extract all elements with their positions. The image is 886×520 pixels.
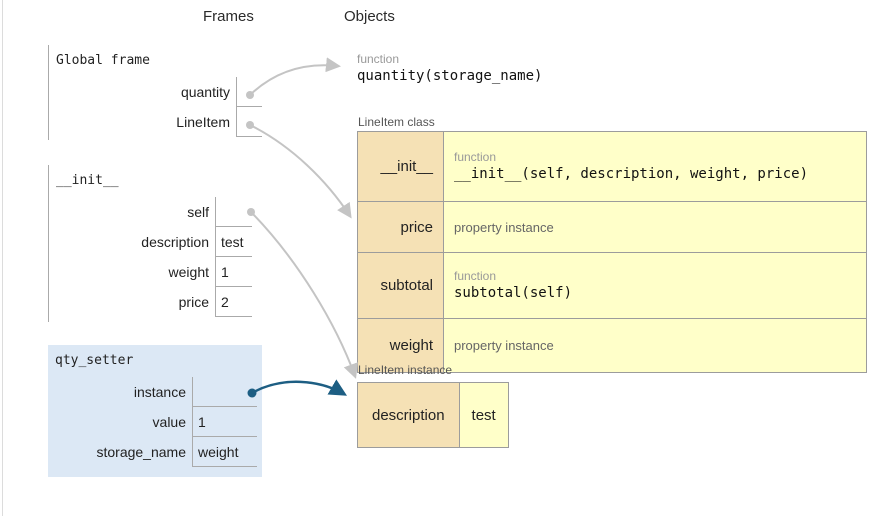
class-object-table: __init__ function __init__(self, descrip… — [357, 131, 867, 373]
class-value-price: property instance — [443, 201, 867, 253]
arrow-instance-to-instance — [251, 379, 348, 396]
variable-name-value: value — [152, 414, 186, 430]
variable-row-value: value 1 — [48, 407, 262, 437]
class-attr-init: __init__ — [357, 131, 444, 202]
canvas-left-border — [2, 0, 3, 516]
variable-row-description: description test — [49, 227, 262, 257]
value-cell-price: 2 — [215, 287, 252, 317]
variable-row-price: price 2 — [49, 287, 262, 317]
function-signature: quantity(storage_name) — [357, 68, 543, 84]
class-row-weight: weight property instance — [357, 318, 867, 373]
function-object-quantity: function quantity(storage_name) — [357, 52, 542, 86]
frames-column-heading: Frames — [203, 8, 254, 25]
instance-row-description: description test — [357, 382, 509, 448]
objects-column-heading: Objects — [344, 8, 395, 25]
variable-name-self: self — [187, 204, 209, 220]
class-row-subtotal: subtotal function subtotal(self) — [357, 252, 867, 319]
variable-name-description: description — [141, 234, 209, 250]
variable-name-price: price — [178, 294, 209, 310]
pointer-cell-instance — [192, 377, 257, 407]
class-value-subtotal: function subtotal(self) — [443, 252, 867, 319]
property-instance-text: property instance — [454, 338, 554, 353]
value-cell-storage-name: weight — [192, 437, 257, 467]
variable-name-storage-name: storage_name — [96, 444, 186, 460]
value-cell-weight: 1 — [215, 257, 252, 287]
variable-row-storage-name: storage_name weight — [48, 437, 262, 467]
class-value-init: function __init__(self, description, wei… — [443, 131, 867, 202]
instance-value-description: test — [458, 382, 509, 448]
init-signature: __init__(self, description, weight, pric… — [454, 165, 809, 182]
arrow-quantity-to-function — [249, 57, 341, 96]
subtotal-signature: subtotal(self) — [454, 284, 573, 301]
pointer-cell-lineitem — [236, 107, 262, 137]
frame-init: __init__ self description test weight 1 … — [48, 165, 262, 322]
arrow-self-to-instance — [250, 211, 358, 379]
function-type-label: function — [454, 268, 497, 283]
variable-row-lineitem: LineItem — [49, 107, 262, 137]
variable-row-quantity: quantity — [49, 77, 262, 107]
frame-title-init: __init__ — [56, 173, 119, 188]
class-attr-weight: weight — [357, 318, 444, 373]
function-type-label: function — [357, 52, 400, 66]
value-cell-value: 1 — [192, 407, 257, 437]
class-object-label: LineItem class — [358, 115, 435, 129]
variable-name-lineitem: LineItem — [176, 114, 230, 130]
variable-name-instance: instance — [133, 384, 186, 400]
variable-name-quantity: quantity — [180, 84, 230, 100]
class-attr-subtotal: subtotal — [357, 252, 444, 319]
value-cell-description: test — [215, 227, 252, 257]
variable-row-instance: instance — [48, 377, 262, 407]
frame-global: Global frame quantity LineItem — [48, 45, 262, 140]
class-row-price: price property instance — [357, 201, 867, 253]
instance-object-table: description test — [357, 382, 509, 448]
pointer-cell-quantity — [236, 77, 262, 107]
instance-object-label: LineItem instance — [358, 363, 453, 377]
frame-title-global: Global frame — [56, 53, 150, 68]
frame-title-qty-setter: qty_setter — [55, 353, 134, 368]
property-instance-text: property instance — [454, 219, 554, 235]
class-value-weight: property instance — [443, 318, 867, 373]
class-row-init: __init__ function __init__(self, descrip… — [357, 131, 867, 202]
variable-row-weight: weight 1 — [49, 257, 262, 287]
arrow-lineitem-to-class — [249, 124, 352, 219]
pointer-cell-self — [215, 197, 252, 227]
instance-attr-description: description — [357, 382, 460, 448]
frame-qty-setter: qty_setter instance value 1 storage_name… — [48, 345, 262, 477]
variable-name-weight: weight — [168, 264, 209, 280]
variable-row-self: self — [49, 197, 262, 227]
function-type-label: function — [454, 149, 497, 164]
class-attr-price: price — [357, 201, 444, 253]
